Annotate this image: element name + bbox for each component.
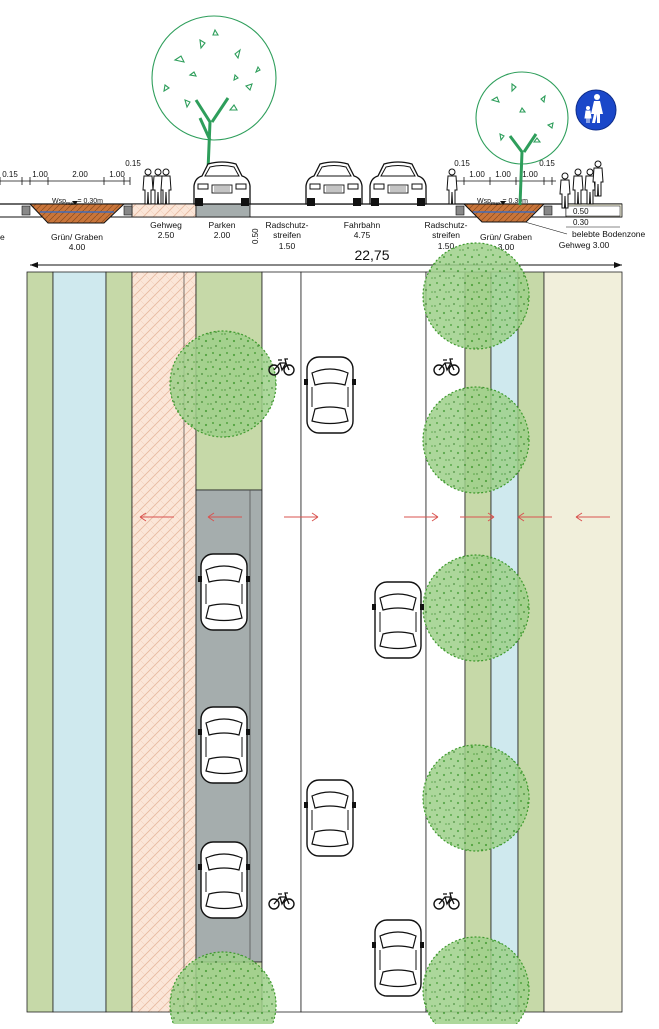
dim-label: 1.00 bbox=[469, 170, 485, 179]
car-icon bbox=[197, 841, 251, 919]
svg-text:streifen: streifen bbox=[273, 230, 301, 240]
dim-label: 0.15 bbox=[539, 159, 555, 168]
car-icon bbox=[303, 779, 357, 857]
svg-text:0.30: 0.30 bbox=[573, 218, 589, 227]
dimension-line-right: 0.15 1.00 1.00 1.00 0.15 bbox=[454, 159, 556, 185]
tree-icon bbox=[422, 242, 530, 350]
car-icon bbox=[197, 706, 251, 784]
swale-left bbox=[28, 203, 126, 224]
tree-icon bbox=[422, 744, 530, 852]
cross-section: Wspmax= 0.30m Wspmax= 0.30m 0.15 1.00 2.… bbox=[0, 15, 646, 268]
swale-right bbox=[462, 203, 546, 223]
direction-arrows bbox=[139, 512, 610, 522]
svg-text:1.50: 1.50 bbox=[279, 241, 296, 251]
tree-icon bbox=[169, 951, 277, 1029]
tree-icon bbox=[422, 936, 530, 1029]
water-level-right: Wspmax= 0.30m bbox=[477, 198, 528, 207]
soil-depths: 0.50 0.30 belebte Bodenzone bbox=[524, 205, 646, 239]
svg-text:2.50: 2.50 bbox=[158, 230, 175, 240]
dim-label: 1.00 bbox=[495, 170, 511, 179]
pedestrian-sign-icon bbox=[575, 89, 617, 131]
sidewalk-right-strip bbox=[543, 271, 623, 1013]
dim-label: 0.15 bbox=[125, 159, 141, 168]
dim-label: 1.00 bbox=[32, 170, 48, 179]
svg-text:Gehweg 3.00: Gehweg 3.00 bbox=[559, 240, 610, 250]
section-labels: Grün/ Graben 4.00 Gehweg 2.50 Parken 2.0… bbox=[51, 220, 610, 252]
green-strip-left-2 bbox=[105, 271, 133, 1013]
dim-label: 2.00 bbox=[72, 170, 88, 179]
dim-label: 0.15 bbox=[454, 159, 470, 168]
total-width-dimension: 22,75 bbox=[30, 247, 622, 268]
svg-text:1.50: 1.50 bbox=[438, 241, 455, 251]
dimension-line-left: 0.15 1.00 2.00 1.00 0.15 bbox=[0, 159, 141, 185]
svg-text:Gehweg: Gehweg bbox=[150, 220, 182, 230]
green-strip-left bbox=[26, 271, 54, 1013]
svg-text:22,75: 22,75 bbox=[354, 247, 389, 263]
tree-icon bbox=[475, 71, 569, 206]
soil-note: belebte Bodenzone bbox=[572, 229, 646, 239]
curb-dim: 0.50 bbox=[251, 228, 260, 244]
tree-icon bbox=[422, 386, 530, 494]
swale-strip-left bbox=[52, 271, 107, 1013]
svg-text:Grün/ Graben: Grün/ Graben bbox=[51, 232, 103, 242]
svg-text:2.00: 2.00 bbox=[214, 230, 231, 240]
car-icon bbox=[371, 581, 425, 659]
green-strip-right-2 bbox=[517, 271, 545, 1013]
svg-text:Grün/ Graben: Grün/ Graben bbox=[480, 232, 532, 242]
svg-text:4.75: 4.75 bbox=[354, 230, 371, 240]
dim-label: 0.15 bbox=[2, 170, 18, 179]
water-level-left: Wspmax= 0.30m bbox=[52, 198, 103, 207]
plan-view bbox=[26, 242, 623, 1029]
dim-label: 1.00 bbox=[109, 170, 125, 179]
car-icon bbox=[371, 919, 425, 997]
tree-icon bbox=[151, 15, 277, 171]
tree-icon bbox=[422, 554, 530, 662]
svg-text:0.50: 0.50 bbox=[573, 207, 589, 216]
dim-label: 1.00 bbox=[522, 170, 538, 179]
svg-text:Radschutz-: Radschutz- bbox=[266, 220, 309, 230]
cut-label: e bbox=[0, 232, 5, 242]
car-icon bbox=[197, 553, 251, 631]
tree-icon bbox=[169, 330, 277, 438]
svg-text:3.00: 3.00 bbox=[498, 242, 515, 252]
svg-text:Parken: Parken bbox=[209, 220, 236, 230]
svg-text:streifen: streifen bbox=[432, 230, 460, 240]
sidewalk-section bbox=[131, 203, 197, 218]
svg-text:Radschutz-: Radschutz- bbox=[425, 220, 468, 230]
svg-text:4.00: 4.00 bbox=[69, 242, 86, 252]
svg-text:Fahrbahn: Fahrbahn bbox=[344, 220, 381, 230]
car-icon bbox=[303, 356, 357, 434]
